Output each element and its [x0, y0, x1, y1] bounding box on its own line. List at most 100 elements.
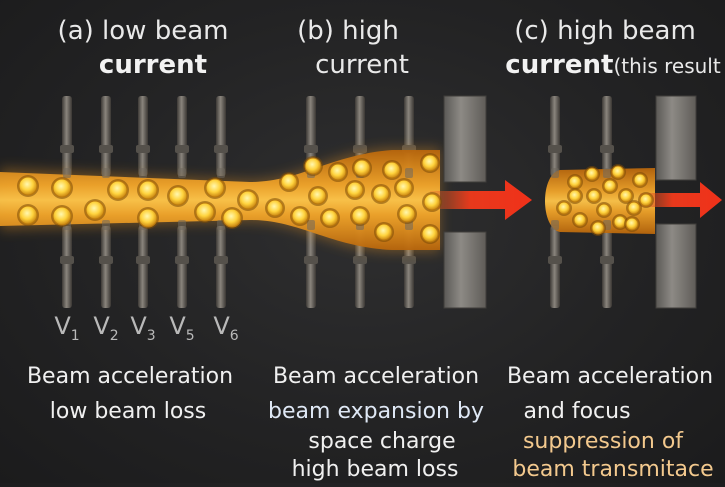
- particle: [304, 157, 322, 175]
- electrode-ring-lower: [60, 256, 74, 264]
- electrode-tip-lower: [307, 220, 315, 230]
- electrode-ring-lower: [136, 256, 150, 264]
- electrode-rod-upper: [101, 96, 111, 176]
- particle: [639, 193, 653, 207]
- particle: [573, 213, 587, 227]
- particle: [611, 165, 625, 179]
- particle: [52, 178, 72, 198]
- particle: [557, 201, 571, 215]
- electrode-label-base: V: [93, 312, 110, 340]
- panel-b-caption-1: Beam acceleration: [272, 364, 480, 389]
- beam-particles: [17, 153, 654, 244]
- particle: [383, 161, 401, 179]
- electrode-rod-lower: [306, 226, 316, 308]
- electrode-label: V5: [169, 314, 194, 343]
- electrode-rod-lower: [550, 226, 560, 308]
- particle: [18, 176, 38, 196]
- particle: [398, 205, 416, 223]
- electrode-label-sub: 6: [229, 327, 239, 344]
- particle: [613, 215, 627, 229]
- particle: [591, 221, 605, 235]
- electrode-tip-upper: [63, 168, 71, 178]
- electrode-ring-upper: [353, 145, 367, 153]
- particle: [238, 190, 258, 210]
- electrode-tip-lower: [102, 220, 110, 230]
- particle: [291, 207, 309, 225]
- electrode-label-base: V: [130, 312, 147, 340]
- aperture-c-bottom: [655, 223, 697, 309]
- particle: [597, 203, 611, 217]
- arrow-b: [430, 180, 532, 220]
- particle: [375, 223, 393, 241]
- electrode-tip-upper: [139, 168, 147, 178]
- electrode-ring-upper: [136, 145, 150, 153]
- panel-a-caption-2: low beam loss: [49, 399, 207, 424]
- particle: [421, 225, 439, 243]
- particle: [633, 173, 647, 187]
- particle: [52, 206, 72, 226]
- electrode-rod-upper: [550, 96, 560, 176]
- panel-a-title-line1: (a) low beam: [57, 16, 229, 46]
- particle: [266, 199, 284, 217]
- electrode-rod-upper: [306, 96, 316, 176]
- particle: [205, 178, 225, 198]
- panel-c-title-suffix: (this result: [613, 54, 721, 78]
- panel-c-caption-2: and focus: [523, 399, 631, 424]
- electrode-ring-upper: [175, 145, 189, 153]
- particle: [346, 181, 364, 199]
- particle: [421, 154, 439, 172]
- electrode-ring-lower: [353, 256, 367, 264]
- panel-c-caption-1: Beam acceleration: [506, 364, 714, 389]
- electrode-label-sub: 1: [70, 327, 80, 344]
- panel-a-caption-1: Beam acceleration: [26, 364, 234, 389]
- panel-c-caption-4: beam transmitace: [512, 457, 714, 482]
- electrode-tip-lower: [551, 220, 559, 230]
- particle: [351, 207, 369, 225]
- particle: [222, 208, 242, 228]
- electrode-tip-upper: [603, 168, 611, 178]
- electrode-ring-upper: [60, 145, 74, 153]
- electrode-ring-upper: [214, 145, 228, 153]
- arrow-c: [640, 182, 722, 218]
- electrode-label-sub: 2: [109, 327, 119, 344]
- electrode-tip-lower: [178, 220, 186, 230]
- panel-c-title-line2: current(this result: [505, 52, 720, 78]
- aperture-c-top: [655, 95, 697, 181]
- particle: [568, 189, 582, 203]
- electrode-ring-upper: [548, 145, 562, 153]
- particle: [85, 200, 105, 220]
- aperture-b-top: [443, 95, 487, 183]
- particle: [585, 167, 599, 181]
- panel-c-title-current: current: [505, 50, 614, 80]
- particle: [587, 189, 601, 203]
- electrode-label-base: V: [213, 312, 230, 340]
- electrode-rod-lower: [101, 226, 111, 308]
- particle: [195, 202, 215, 222]
- panel-b-caption-2: beam expansion by: [268, 399, 484, 424]
- electrode-rod-upper: [216, 96, 226, 176]
- electrode-label: V6: [213, 314, 238, 343]
- electrode-rod-upper: [138, 96, 148, 176]
- particle: [138, 180, 158, 200]
- electrode-rod-lower: [62, 226, 72, 308]
- particle: [372, 185, 390, 203]
- electrode-ring-lower: [548, 256, 562, 264]
- electrode-tip-upper: [551, 168, 559, 178]
- particle: [619, 189, 633, 203]
- electrode-rod-upper: [602, 96, 612, 176]
- electrode-label: V1: [54, 314, 79, 343]
- electrode-rod-upper: [177, 96, 187, 176]
- electrode-tip-upper: [178, 168, 186, 178]
- panel-b-title-line1: (b) high: [297, 16, 399, 46]
- particle: [280, 173, 298, 191]
- electrode-rod-lower: [216, 226, 226, 308]
- particle: [625, 217, 639, 231]
- electrode-ring-lower: [99, 256, 113, 264]
- particle: [603, 179, 617, 193]
- panel-b-caption-3: space charge: [308, 429, 456, 454]
- electrode-ring-upper: [304, 145, 318, 153]
- particle: [627, 201, 641, 215]
- particle: [108, 180, 128, 200]
- particle: [138, 208, 158, 228]
